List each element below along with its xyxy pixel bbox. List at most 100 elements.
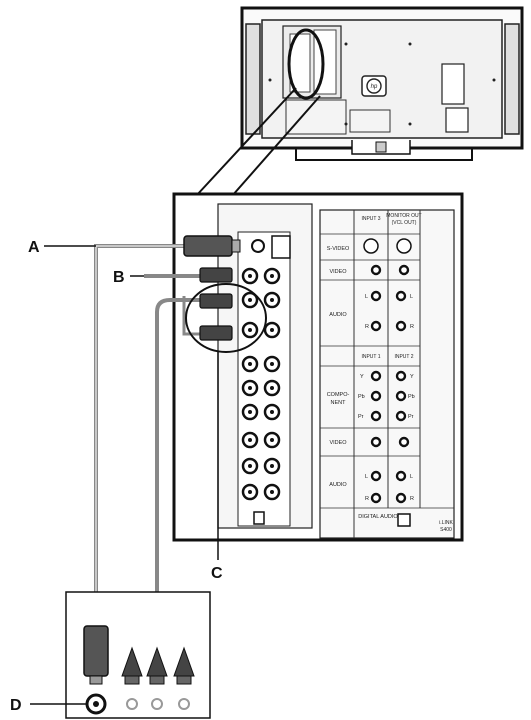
mount-hole <box>268 78 272 82</box>
rca-jack <box>398 264 410 276</box>
corner-label-2: S400 <box>440 527 452 533</box>
rca-jack <box>370 470 382 482</box>
svideo-plug-d-tip <box>89 675 103 685</box>
jack-label-l: L <box>365 294 368 300</box>
jack-label-l: L <box>365 474 368 480</box>
panel-jack-column <box>237 231 291 527</box>
audio2-label: AUDIO <box>329 482 347 488</box>
rca-port-source <box>151 698 163 710</box>
component-label-2: NENT <box>331 400 347 406</box>
svideo-jack <box>363 238 379 254</box>
svideo-cable-a-core <box>95 245 184 624</box>
rca-jack <box>398 436 410 448</box>
rca-jack <box>370 390 382 402</box>
inserted-plugs <box>183 235 267 353</box>
audio-cable-c-2 <box>182 296 200 336</box>
corner-label-1: i.LINK <box>439 520 453 526</box>
hp-logo-plate <box>361 75 387 97</box>
svideo-label: S-VIDEO <box>327 246 350 252</box>
callout-a: A <box>28 239 40 256</box>
rca-plug-source-body <box>124 675 140 685</box>
digital-audio-label: DIGITAL AUDIO <box>358 514 398 520</box>
jack-label-y: Y <box>360 374 364 380</box>
rca-plug-source-body <box>176 675 192 685</box>
input1-header: INPUT 1 <box>361 354 380 360</box>
rca-jack <box>370 264 382 276</box>
svideo-port-d-pin <box>93 701 99 707</box>
mount-hole <box>408 42 412 46</box>
zoom-line-left <box>195 87 297 197</box>
mount-hole <box>492 78 496 82</box>
rca-jack <box>370 320 382 332</box>
panel-rca-jack-pin <box>270 410 274 414</box>
audio-label: AUDIO <box>329 312 347 318</box>
panel-right-plate <box>319 209 455 539</box>
audio-highlight-ellipse <box>185 283 267 353</box>
rca-jack <box>395 492 407 504</box>
rca-jack <box>395 290 407 302</box>
jack-label-r: R <box>410 496 414 502</box>
callout-b: B <box>113 269 125 286</box>
hp-logo-text: hp <box>371 84 378 90</box>
rca-jack <box>395 370 407 382</box>
rca-jack <box>370 290 382 302</box>
jack-label-r: R <box>410 324 414 330</box>
tv-lower-box-2 <box>349 109 391 133</box>
tv-power-unit-2 <box>445 107 469 133</box>
panel-rca-jack-pin <box>270 386 274 390</box>
connector-highlight-circle <box>287 28 325 100</box>
mount-hole <box>344 122 348 126</box>
jack-label-l: L <box>410 294 413 300</box>
rca-plug-b <box>199 267 233 283</box>
jack-label-r: R <box>365 496 369 502</box>
jack-column <box>241 267 281 525</box>
component-label-1: COMPO- <box>327 392 350 398</box>
video2-label: VIDEO <box>329 440 347 446</box>
svideo-jack <box>396 238 412 254</box>
rca-jack <box>395 390 407 402</box>
panel-small-port <box>253 511 265 525</box>
tv-rear-view: hp <box>240 6 524 161</box>
jack-label-pr: Pr <box>408 414 414 420</box>
panel-rca-jack-pin <box>248 328 252 332</box>
panel-rca-jack-pin <box>270 464 274 468</box>
panel-rca-jack-pin <box>270 328 274 332</box>
rca-port-source <box>178 698 190 710</box>
panel-rca-jack-pin <box>248 490 252 494</box>
tv-stand-foot <box>375 141 387 153</box>
rca-jack <box>370 492 382 504</box>
optical-port <box>397 513 411 527</box>
source-device-panel <box>65 591 211 719</box>
mount-hole <box>344 42 348 46</box>
tv-power-unit <box>441 63 465 105</box>
zoom-line-right <box>231 95 321 197</box>
panel-rca-jack-pin <box>248 438 252 442</box>
panel-svideo-jack <box>251 239 265 253</box>
mount-hole <box>408 122 412 126</box>
panel-rca-jack-pin <box>270 298 274 302</box>
monitor-out-header: MONITOR OUT <box>386 213 421 219</box>
panel-rca-jack-pin <box>270 362 274 366</box>
rca-jack <box>370 410 382 422</box>
panel-rca-jack-pin <box>248 274 252 278</box>
input3-header: INPUT 3 <box>361 216 380 222</box>
panel-rca-jack-pin <box>248 464 252 468</box>
rca-plug-c-left <box>199 293 233 309</box>
monitor-out-sub: (VCL OUT) <box>392 220 417 226</box>
callout-d: D <box>10 697 22 714</box>
panel-rca-jack-pin <box>270 274 274 278</box>
jack-label-y: Y <box>410 374 414 380</box>
rca-jack <box>395 320 407 332</box>
tv-stand <box>295 148 473 161</box>
panel-rca-jack-pin <box>248 298 252 302</box>
panel-rca-jack-pin <box>248 386 252 390</box>
rca-jack <box>395 410 407 422</box>
svideo-plug-a-tip <box>231 239 241 253</box>
jack-label-l: L <box>410 474 413 480</box>
panel-rca-jack-pin <box>248 410 252 414</box>
input2-header: INPUT 2 <box>394 354 413 360</box>
jack-label-pb: Pb <box>358 394 365 400</box>
audio-cable-c <box>155 298 200 656</box>
rca-plug-c-right <box>199 325 233 341</box>
panel-svideo-jack-2 <box>271 235 291 259</box>
